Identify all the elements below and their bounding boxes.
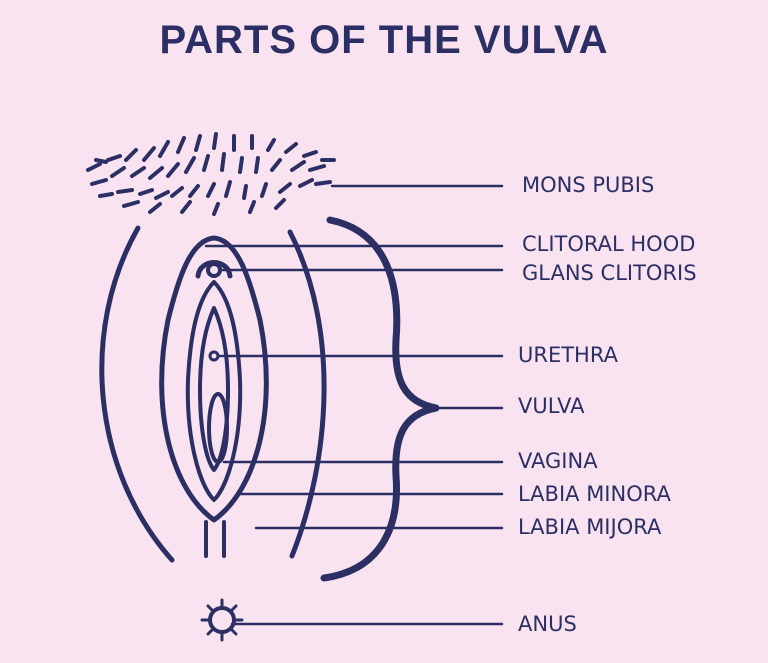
labia-minora-outline <box>159 235 269 523</box>
label-labia-majora: LABIA MIJORA <box>518 515 662 539</box>
label-clitoral-hood: CLITORAL HOOD <box>522 232 696 256</box>
vestibule-outline <box>198 306 230 472</box>
leader-lines <box>204 184 504 626</box>
label-labia-minora: LABIA MINORA <box>518 482 671 506</box>
glans-clitoris-shape <box>206 262 222 278</box>
label-glans-clitoris: GLANS CLITORIS <box>522 261 697 285</box>
label-mons-pubis: MONS PUBIS <box>522 173 655 197</box>
label-vulva: VULVA <box>518 394 585 418</box>
mons-pubis-hair <box>86 132 336 216</box>
labia-majora-left-outline <box>99 225 175 563</box>
label-urethra: URETHRA <box>518 343 618 367</box>
anus-shape <box>200 598 244 642</box>
page-title: PARTS OF THE VULVA <box>159 18 609 62</box>
vaginal-opening <box>207 392 229 464</box>
label-vagina: VAGINA <box>518 449 598 473</box>
labia-majora-right-outline <box>287 229 327 559</box>
vulva-brace <box>320 216 440 582</box>
label-anus: ANUS <box>518 612 577 636</box>
labia-minora-inner <box>185 280 243 502</box>
